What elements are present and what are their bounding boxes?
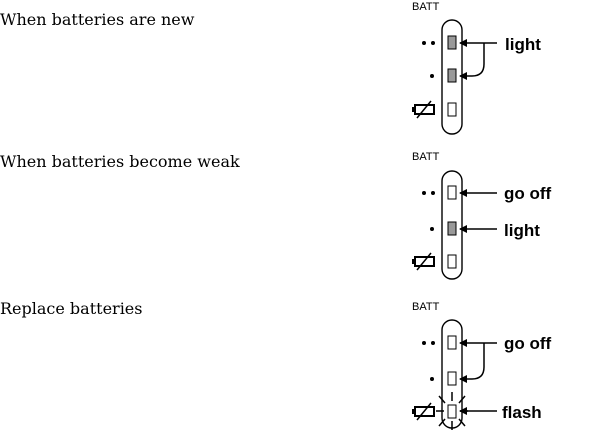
batt-label-replace: BATT — [412, 301, 440, 313]
empty-battery-icon — [412, 402, 435, 421]
indicator-cell-low — [447, 254, 457, 269]
double-dot-icon — [422, 341, 426, 345]
indicator-cell-high — [447, 35, 457, 50]
indicator-cell-high — [447, 185, 457, 200]
empty-battery-icon — [412, 100, 435, 119]
empty-battery-icon — [412, 252, 435, 271]
single-dot-icon — [430, 74, 434, 78]
single-dot-icon — [430, 377, 434, 381]
arrow-light-branch — [459, 43, 485, 80]
indicator-cell-low — [447, 102, 457, 117]
single-dot-icon — [430, 227, 434, 231]
double-dot-icon-2 — [431, 41, 435, 45]
double-dot-icon-2 — [431, 341, 435, 345]
double-dot-icon — [422, 41, 426, 45]
indicator-cell-mid — [447, 371, 457, 386]
indicator-cell-low — [447, 404, 457, 419]
batt-label-new: BATT — [412, 1, 440, 13]
state-title-weak: When batteries become weak — [0, 152, 240, 171]
callout-flash-replace: flash — [502, 403, 542, 422]
state-title-replace: Replace batteries — [0, 299, 143, 318]
indicator-panel-replace — [412, 319, 497, 430]
callout-go-off-weak: go off — [504, 184, 552, 203]
double-dot-icon-2 — [431, 191, 435, 195]
double-dot-icon — [422, 191, 426, 195]
state-title-new: When batteries are new — [0, 10, 195, 29]
indicator-panel-new — [412, 19, 497, 135]
batt-label-weak: BATT — [412, 151, 440, 163]
indicator-cell-mid — [447, 221, 457, 236]
callout-go-off-replace: go off — [504, 334, 552, 353]
indicator-cell-mid — [447, 68, 457, 83]
arrow-go-off-branch — [459, 343, 485, 383]
indicator-panel-weak — [412, 170, 497, 280]
callout-light-new: light — [505, 35, 541, 54]
indicator-cell-high — [447, 335, 457, 350]
callout-light-weak: light — [504, 221, 540, 240]
